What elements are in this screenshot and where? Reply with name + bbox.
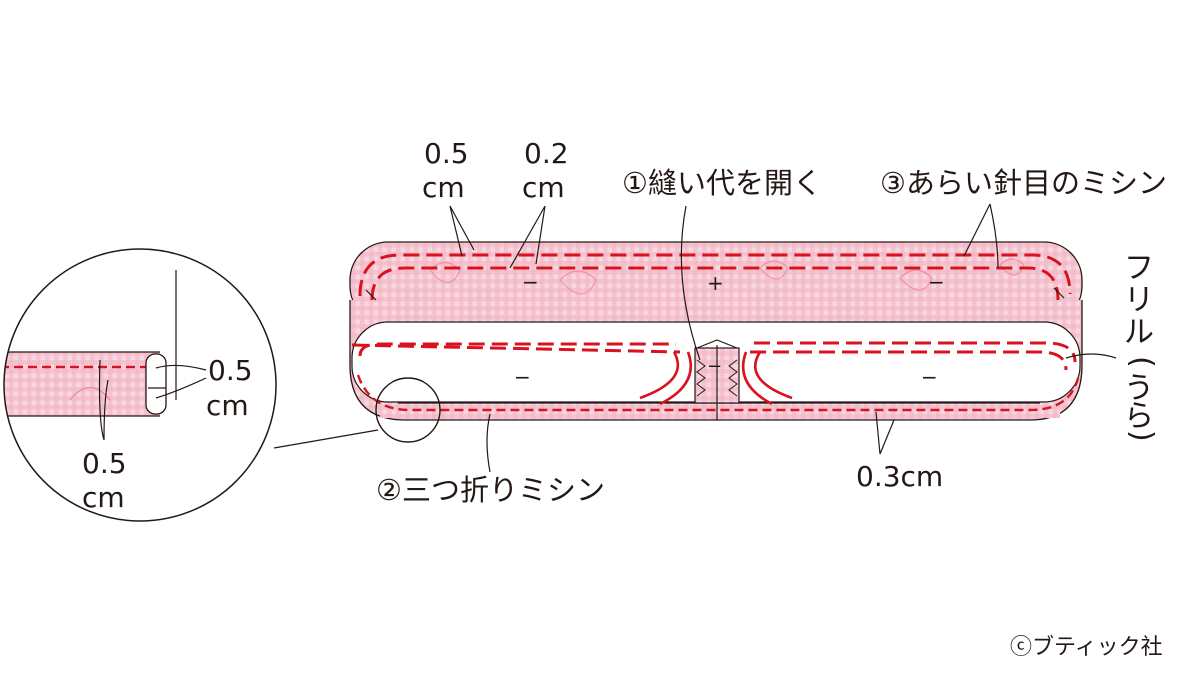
zoom-inset: 0.5 cm 0.5 cm [3,248,379,522]
minus-mark-bottom-left: − [514,365,531,389]
coarse-stitch-top-1 [358,253,1072,297]
seam-02-leader [509,205,546,269]
svg-text:フ: フ [1124,251,1154,286]
step3-label: ③あらい針目のミシン [880,166,1167,200]
inset-leader-bottom [98,359,109,441]
svg-text:う: う [1124,371,1154,406]
svg-text:リ: リ [1124,283,1154,318]
inset-label-bottom-unit: cm [82,481,125,514]
frill-leader [1065,353,1117,359]
svg-text:ら: ら [1124,399,1154,434]
plus-mark-top-center: + [707,271,724,295]
minus-mark-top-right: − [928,270,945,294]
inset-fold [145,353,167,415]
step1-label: ①縫い代を開く [622,166,822,200]
coarse-stitch-left [351,343,681,354]
svg-text:): ) [1124,430,1159,442]
edge-03-label: 0.3cm [856,460,943,493]
svg-text:(: ( [1124,356,1159,368]
frill-ring: − + − − − − [349,241,1083,443]
minus-mark-seam: − [707,356,722,377]
step2-leader [486,413,491,473]
step3-leader [963,203,999,269]
copyright-text: ⓒブティック社 [1010,635,1163,660]
seam-05-leader [449,205,475,257]
step2-label: ②三つ折りミシン [376,473,605,507]
coarse-stitch-right [750,350,1068,371]
zoom-inset-border [3,248,277,522]
step1-leader [680,205,701,361]
minus-mark-bottom-right: − [921,365,938,389]
coarse-stitch-right-2 [754,341,1077,363]
callouts: 0.5 cm 0.2 cm ①縫い代を開く ③あらい針目のミシン フ リ ル (… [376,137,1167,660]
inset-label-bottom-value: 0.5 [82,447,127,480]
seam-05-value: 0.5 [424,137,469,170]
hem-stitch [356,374,1080,412]
zoom-connector [273,429,379,449]
frill-label: フ リ ル ( う ら ) [1124,251,1159,442]
tick-right [1053,287,1065,299]
zoom-source-circle [375,377,441,443]
inset-label-right-unit: cm [206,389,249,422]
inset-label-right-value: 0.5 [208,354,253,387]
seam-02-unit: cm [522,171,565,204]
minus-mark-top-left: − [522,270,539,294]
coarse-stitch-left-2 [358,342,676,357]
seam-02-value: 0.2 [524,137,569,170]
frill-lower-strip [380,403,1060,418]
edge-03-leader [875,411,895,455]
seam-05-unit: cm [422,171,465,204]
opened-seam-allowance [639,339,793,420]
inset-fabric-strip [4,352,160,416]
strawberry-motifs [429,258,1025,295]
tick-left [365,289,377,301]
inset-leader-right [155,364,207,399]
svg-text:ル: ル [1124,315,1154,350]
